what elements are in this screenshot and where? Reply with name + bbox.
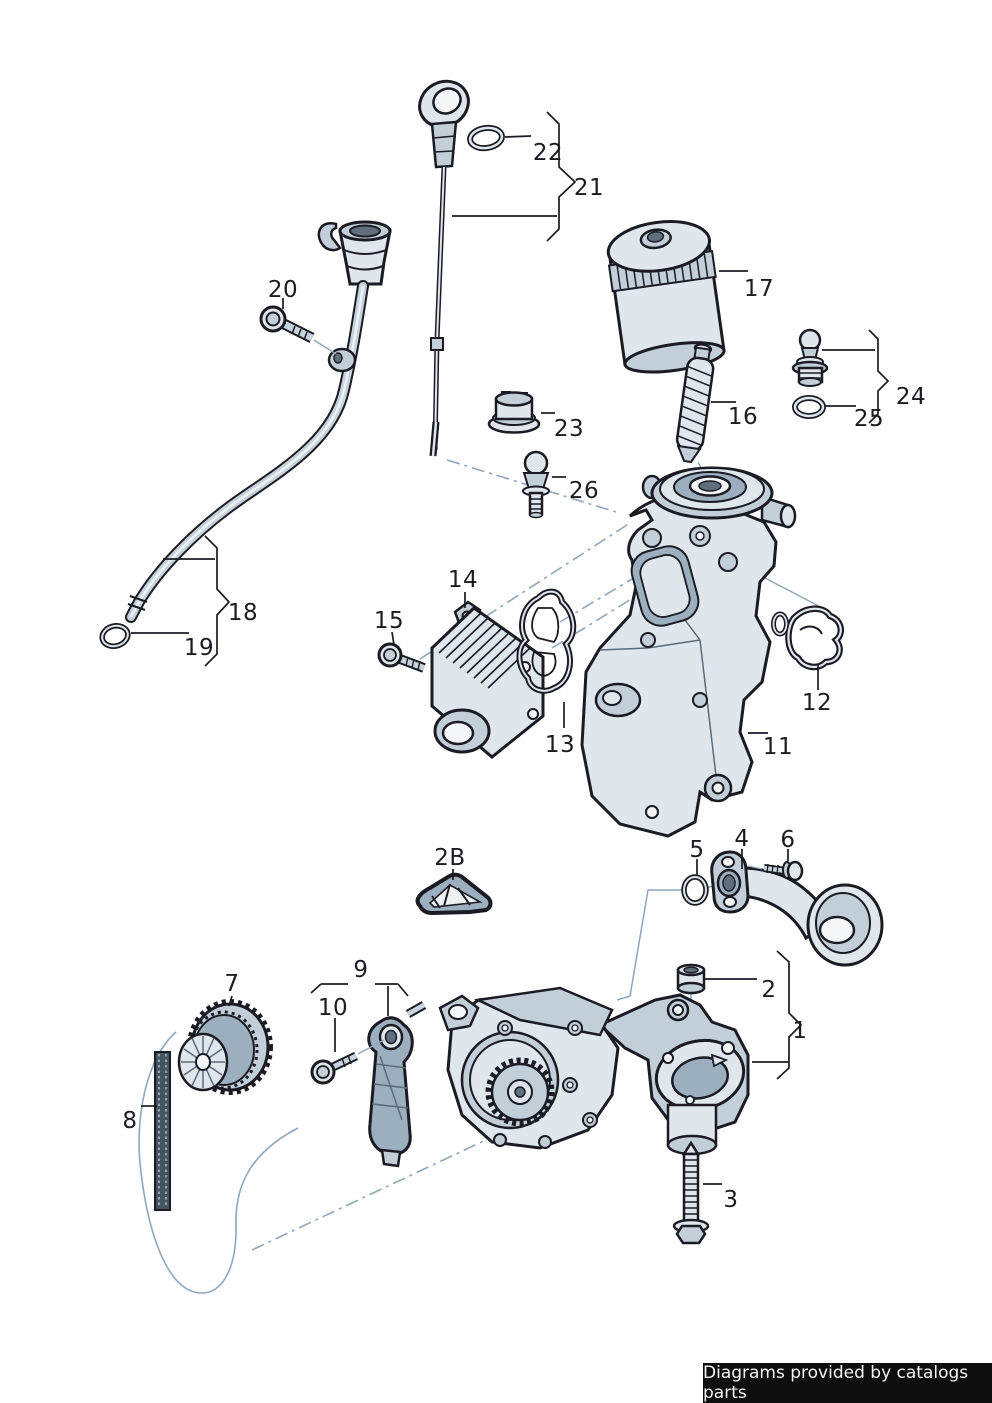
tube-seal-19 [99,623,131,649]
callout-3: 3 [723,1187,739,1213]
callout-12: 12 [801,690,833,716]
leaders-24-25 [822,329,890,424]
leaders-18-19 [131,535,231,667]
callout-24: 24 [895,384,927,410]
callout-7: 7 [224,971,240,997]
callout-14: 14 [447,567,479,593]
callout-21: 21 [573,175,605,201]
callout-11: 11 [762,734,794,760]
callout-1: 1 [792,1018,808,1044]
pressure-switch-24 [791,328,829,387]
callout-20: 20 [267,277,299,303]
callout-23: 23 [553,416,585,442]
callout-2: 2 [761,977,777,1003]
sprocket-7 [177,995,273,1095]
pipe-seal-5 [681,874,709,906]
callout-18: 18 [227,600,259,626]
callout-25: 25 [853,406,885,432]
switch-seal-25 [792,395,826,419]
gasket-13 [516,588,577,728]
guide-tube-18 [125,220,392,623]
callout-26: 26 [568,478,600,504]
bolt-15 [377,631,426,673]
bolt-3 [672,1140,722,1245]
callout-8: 8 [122,1108,138,1134]
callout-13: 13 [544,732,576,758]
ball-stud-26 [522,450,566,519]
bolt-10 [310,1018,385,1085]
callout-2b: 2B [434,845,466,871]
callout-10: 10 [317,995,349,1021]
gasket-12 [771,605,845,690]
callout-22: 22 [532,140,564,166]
chain-8 [141,1051,171,1211]
cap-23 [487,391,555,434]
leaders-4-5-6 [696,849,789,875]
bracket-1 [752,950,803,1080]
footer-text: Diagrams provided by catalogs parts [703,1363,969,1403]
callout-17: 17 [743,276,775,302]
filter-bracket-11 [580,466,797,838]
callout-5: 5 [689,837,705,863]
oil-pump-assembly-1 [438,986,750,1156]
chain-tensioner-9 [310,983,427,1168]
callout-16: 16 [727,404,759,430]
gasket-2b [415,869,493,916]
callout-4: 4 [734,826,750,852]
dipstick-21 [418,79,470,457]
filter-element-16 [675,343,715,464]
dipstick-seal-22 [467,124,505,152]
callout-19: 19 [183,635,215,661]
callout-9: 9 [353,957,369,983]
suction-pipe-4 [710,850,884,967]
oil-cooler-14 [430,592,545,759]
bolt-6 [747,860,804,882]
leaders-21-22 [452,111,577,242]
dowel-bushing-2 [676,963,757,995]
callout-6: 6 [780,827,796,853]
footer-attribution-bar: Diagrams provided by catalogs parts [703,1363,992,1403]
callout-15: 15 [373,608,405,634]
bolt-20 [259,298,337,355]
